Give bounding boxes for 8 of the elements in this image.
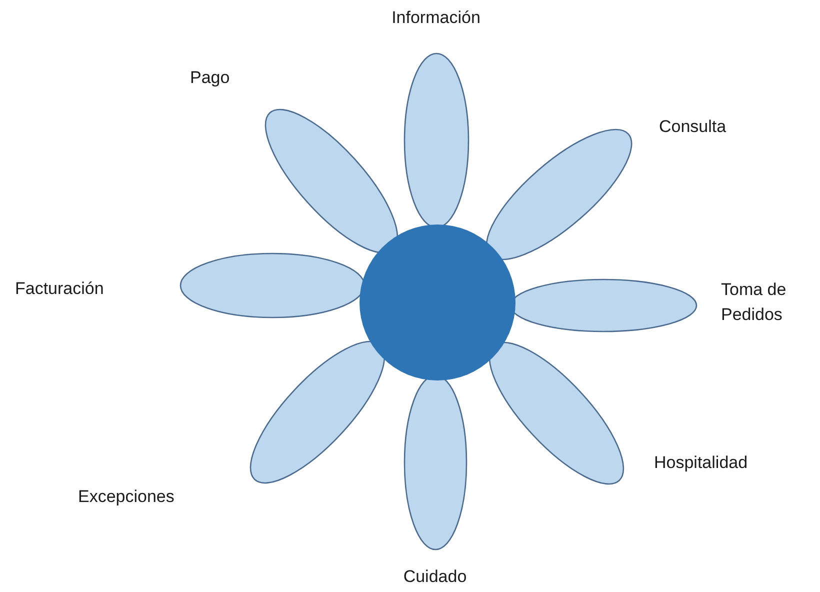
petal-label: Facturación [15, 278, 105, 300]
petal-label: Cuidado [402, 566, 468, 588]
petal-label: Pago [190, 67, 231, 89]
petal-label: Información [390, 7, 482, 29]
petal-label: Hospitalidad [654, 452, 749, 474]
petal-label: Toma de Pedidos [721, 279, 788, 326]
petal-label: Excepciones [78, 486, 176, 508]
petal-label: Consulta [659, 116, 728, 138]
